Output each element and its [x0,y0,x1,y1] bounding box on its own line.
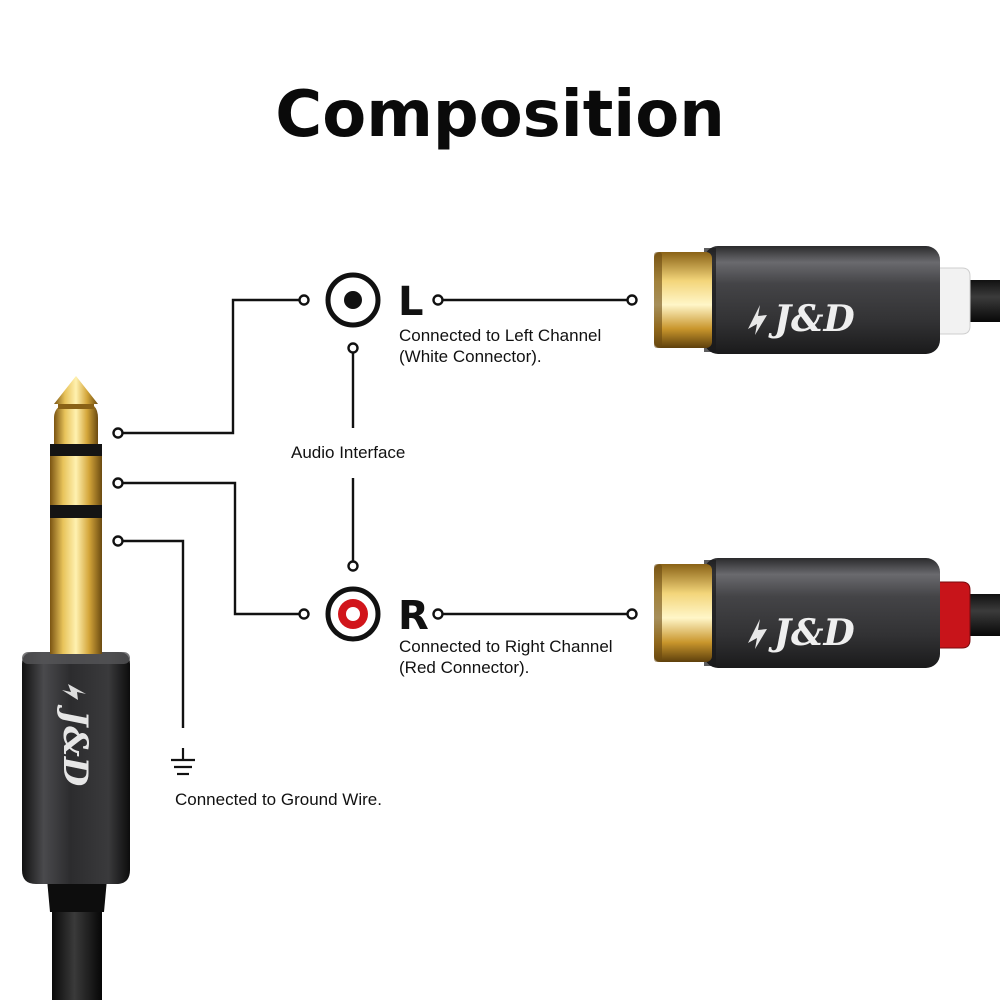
right-channel-letter: R [398,593,429,639]
endpoint-right-connector [626,608,638,620]
left-channel-letter: L [398,279,424,325]
wire-sleeve-ground [122,539,185,728]
endpoint-tip [112,427,124,439]
left-logo: J&D [748,298,855,340]
wire-ring-right [122,481,300,616]
trs-housing-rim [22,652,130,664]
left-channel-line2: (White Connector). [399,347,542,366]
right-channel-line2: (Red Connector). [399,658,530,677]
trs-sleeve [50,518,102,654]
endpoint-sleeve [112,535,124,547]
endpoint-right-in [298,608,310,620]
rca-connector-right [654,558,1000,668]
left-channel-line1: Connected to Left Channel [399,326,602,345]
trs-tip-neck [54,404,98,444]
trs-logo: J&D [55,684,95,787]
brand-logo-text: J&D [768,298,855,340]
right-color-band [933,581,971,649]
trs-tip [54,376,98,404]
trs-cable [52,905,102,1000]
page-title: Composition [275,78,725,152]
brand-logo-text: J&D [768,612,855,654]
wire-tip-left [122,298,300,435]
endpoint-interface-top [347,342,359,354]
brand-logo-text: J&D [55,704,95,787]
right-gold-tip [654,564,712,662]
endpoint-right-out [432,608,444,620]
rca-connector-left [654,246,1000,354]
trs-tip-groove [58,404,94,409]
wire-endpoints [112,294,638,620]
left-gold-tip [654,252,712,348]
rca-jack-icon-left [325,272,381,328]
endpoint-left-connector [626,294,638,306]
wiring-lines [122,298,628,728]
lightning-icon [748,619,767,649]
ground-icon [171,748,195,776]
right-logo: J&D [748,612,855,654]
ground-label: Connected to Ground Wire. [175,790,382,809]
right-channel-line1: Connected to Right Channel [399,637,613,656]
left-color-band [933,267,971,335]
trs-housing [22,652,130,884]
trs-insulator-ring-2 [50,505,102,518]
trs-ring [50,456,102,505]
rca-jack-icon-right [325,586,381,642]
right-housing [704,558,940,668]
audio-interface-label: Audio Interface [291,443,406,462]
lightning-icon [62,684,86,700]
left-housing [704,246,940,354]
endpoint-interface-bottom [347,560,359,572]
lightning-icon [748,305,767,335]
endpoint-ring [112,477,124,489]
trs-insulator-ring-1 [50,444,102,456]
endpoint-left-out [432,294,444,306]
trs-plug [22,376,130,1000]
endpoint-left-in [298,294,310,306]
